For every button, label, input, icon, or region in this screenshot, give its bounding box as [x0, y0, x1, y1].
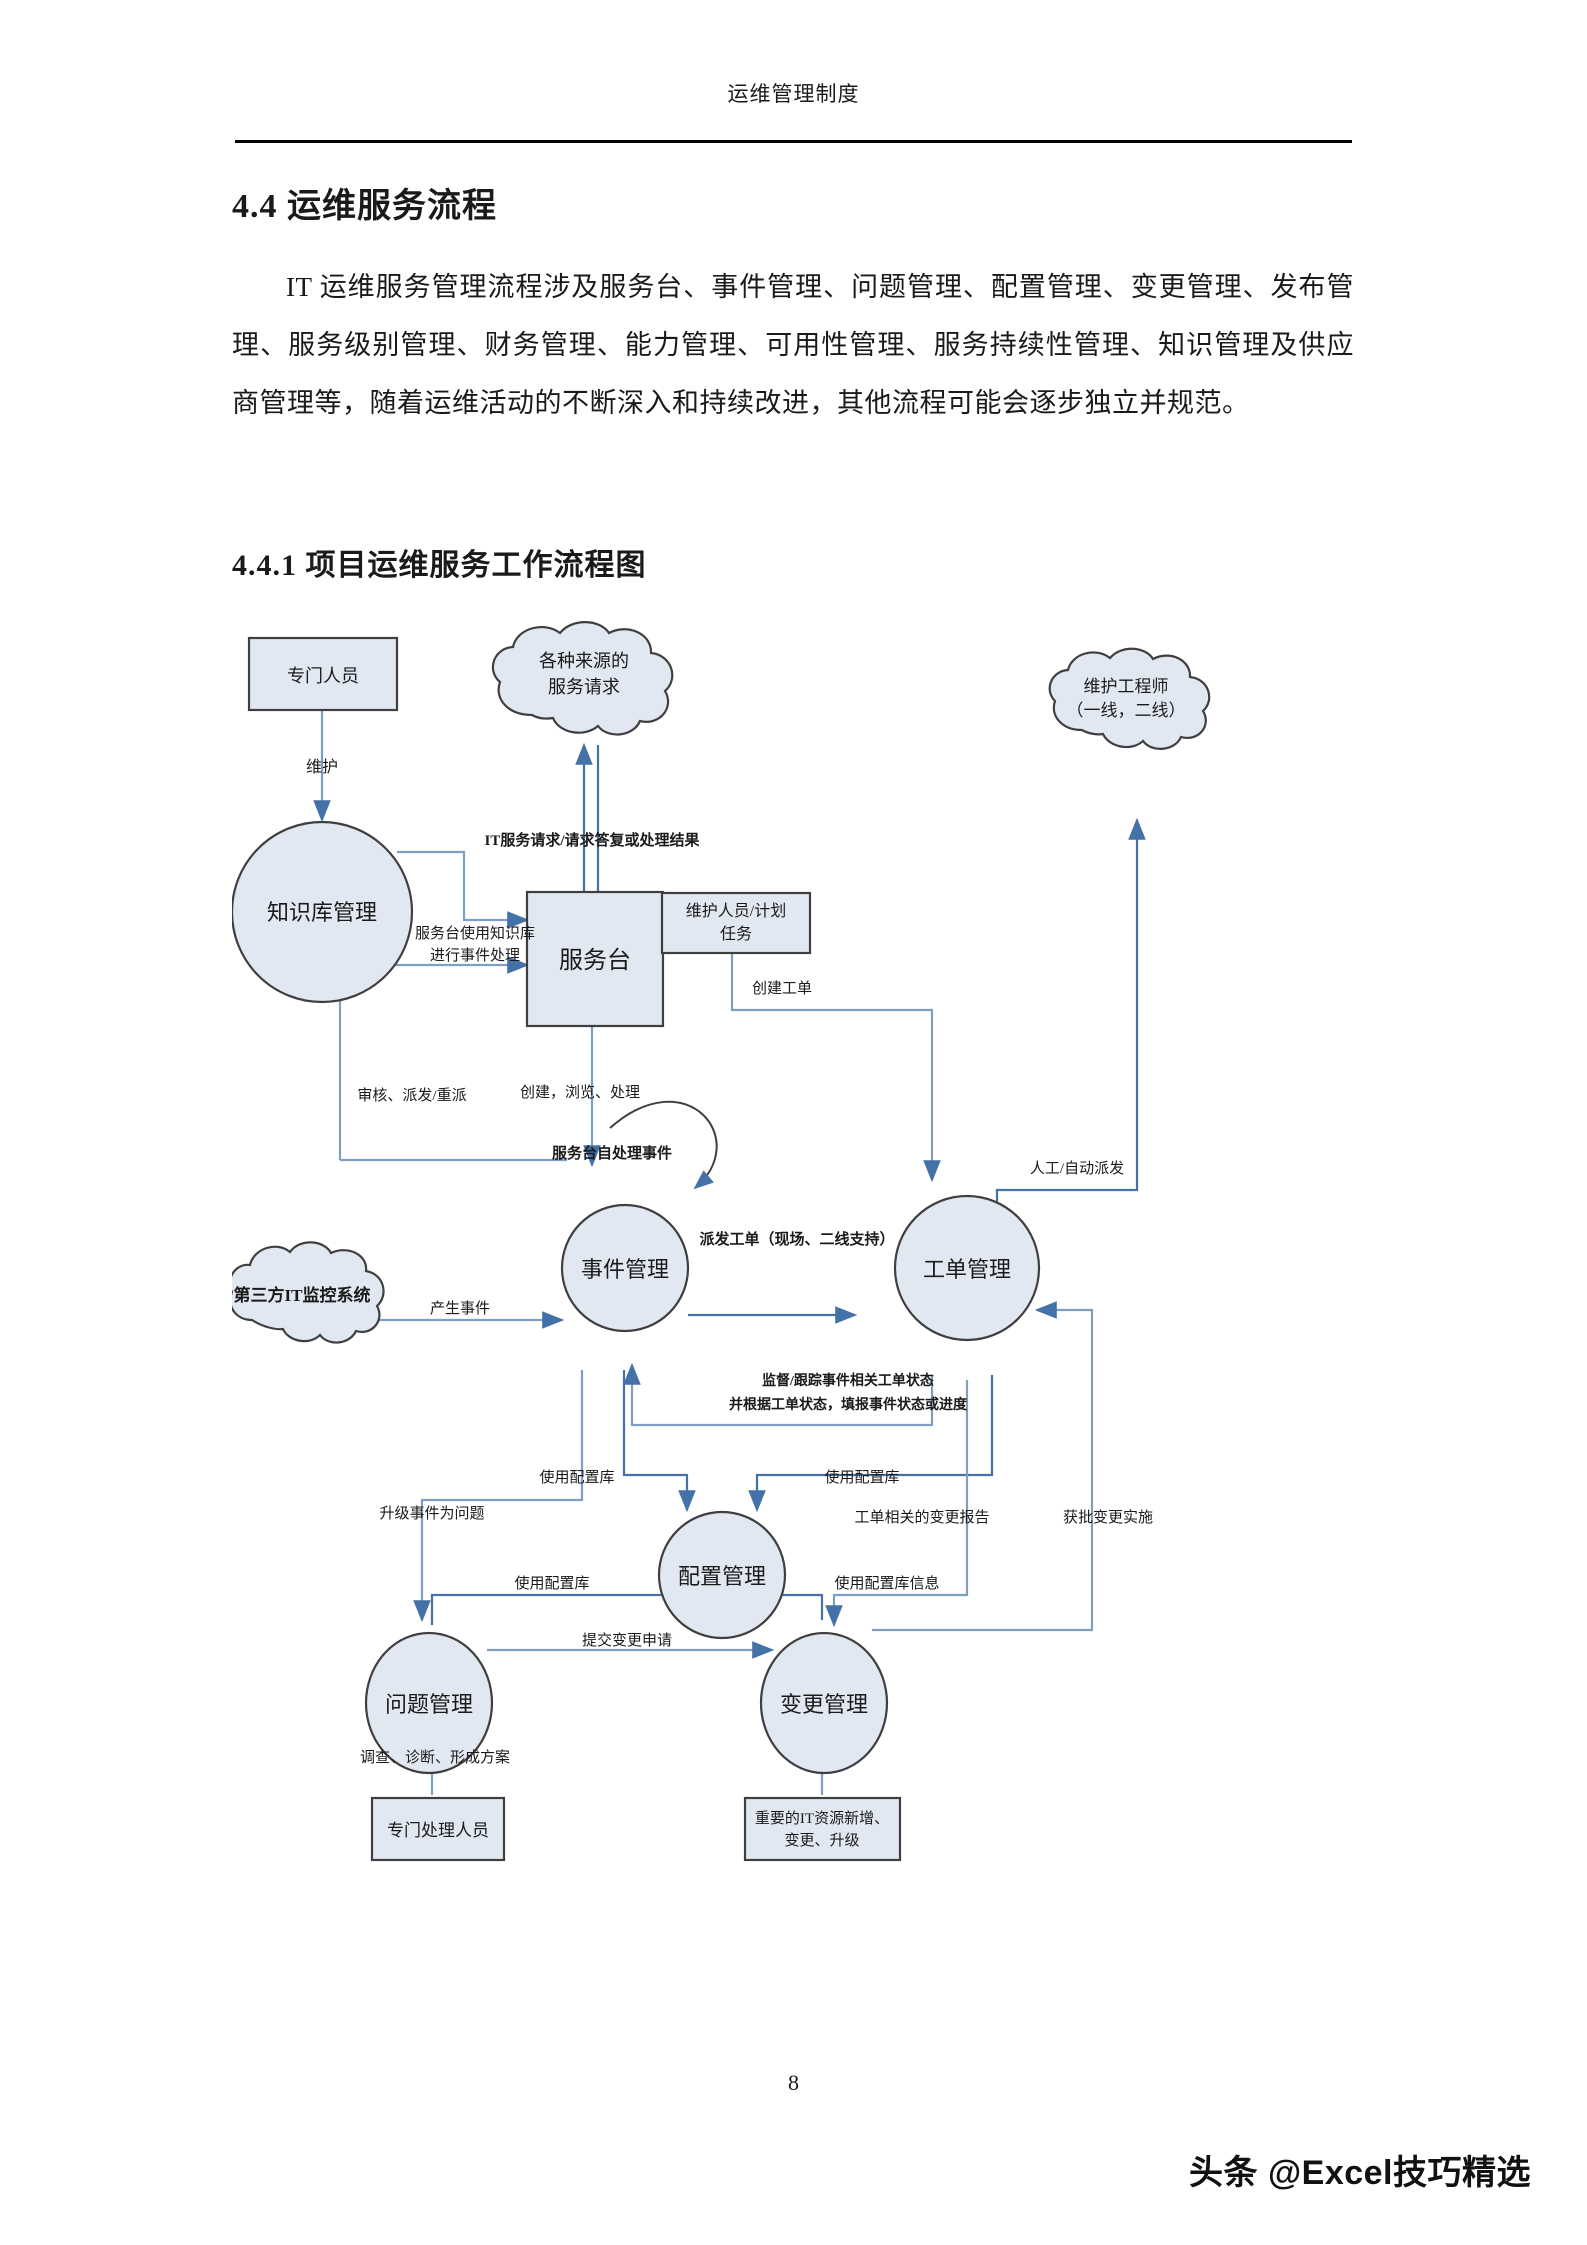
label-special-staff: 专门人员 [287, 666, 359, 686]
edgelabel-monitor-track-2: 并根据工单状态，填报事件状态或进度 [729, 1396, 968, 1413]
label-problem-mgmt: 问题管理 [385, 1692, 473, 1717]
edgelabel-use-cmdb-left: 使用配置库 [539, 1469, 614, 1486]
paragraph-text: IT 运维服务管理流程涉及服务台、事件管理、问题管理、配置管理、变更管理、发布管… [232, 272, 1354, 418]
label-maintenance-engineer-line1: 维护工程师 [1084, 677, 1169, 696]
page-number: 8 [788, 2070, 799, 2095]
edgelabel-it-service-request: IT服务请求/请求答复或处理结果 [484, 831, 700, 849]
body-paragraph: IT 运维服务管理流程涉及服务台、事件管理、问题管理、配置管理、变更管理、发布管… [232, 258, 1354, 432]
edgelabel-workorder-change-report: 工单相关的变更报告 [854, 1509, 989, 1526]
header-rule [235, 140, 1352, 143]
node-maintenance-engineer [1048, 647, 1211, 750]
node-workorder-mgmt [893, 1194, 1041, 1342]
node-change-mgmt [759, 1631, 889, 1775]
edgelabel-create-browse-handle: 创建，浏览、处理 [520, 1084, 640, 1101]
edgelabel-review-dispatch: 审核、派发/重派 [357, 1087, 466, 1104]
node-incident-mgmt [560, 1203, 690, 1333]
edgelabel-dispatch-workorder: 派发工单（现场、二线支持） [699, 1230, 894, 1248]
edgelabel-use-cmdb-right: 使用配置库 [824, 1469, 899, 1486]
edgelabel-create-workorder: 创建工单 [752, 980, 812, 997]
node-maintenance-staff-plan [660, 891, 812, 955]
label-request-sources-line2: 服务请求 [548, 677, 620, 697]
workflow-diagram: 专门人员 知识库管理 各种来源的 服务请求 服务台 维护人员/计划 任务 维护工… [232, 620, 1372, 1970]
edgelabel-desk-self-handle: 服务台自处理事件 [552, 1144, 672, 1162]
label-knowledge-base: 知识库管理 [267, 900, 377, 925]
node-problem-mgmt [364, 1631, 494, 1775]
label-maintenance-staff-line2: 任务 [720, 925, 752, 943]
edgelabel-maintain: 维护 [306, 758, 338, 776]
edgelabel-manual-auto-dispatch: 人工/自动派发 [1030, 1160, 1124, 1177]
label-request-sources-line1: 各种来源的 [539, 651, 629, 671]
edgelabel-kb-used-1: 服务台使用知识库 [415, 925, 535, 942]
edgelabel-escalate-to-problem: 升级事件为问题 [379, 1505, 484, 1522]
label-incident-mgmt: 事件管理 [581, 1257, 669, 1282]
edgelabel-use-cmdb-bottom-left: 使用配置库 [514, 1575, 589, 1592]
label-workorder-mgmt: 工单管理 [923, 1257, 1011, 1282]
label-third-party-monitor: 第三方IT监控系统 [234, 1285, 371, 1305]
label-config-mgmt: 配置管理 [678, 1564, 766, 1589]
watermark: 头条 @Excel技巧精选 [1189, 2154, 1531, 2192]
label-special-handler: 专门处理人员 [387, 1821, 489, 1840]
edgelabel-monitor-track-1: 监督/跟踪事件相关工单状态 [762, 1372, 934, 1389]
node-request-sources [491, 621, 674, 736]
node-service-desk [525, 890, 665, 1028]
label-change-mgmt: 变更管理 [780, 1692, 868, 1717]
edgelabel-approved-change: 获批变更实施 [1063, 1509, 1153, 1526]
label-maintenance-engineer-line2: （一线，二线） [1067, 701, 1186, 720]
node-third-party-monitor [232, 1241, 385, 1344]
edgelabel-investigate-diagnose: 调查、诊断、形成方案 [360, 1748, 510, 1766]
section-heading: 4.4 运维服务流程 [232, 188, 497, 225]
label-it-resource-line1: 重要的IT资源新增、 [755, 1810, 889, 1827]
node-special-handler [370, 1796, 506, 1862]
node-it-resource-change [743, 1796, 902, 1862]
subsection-heading: 4.4.1 项目运维服务工作流程图 [232, 549, 647, 582]
running-header: 运维管理制度 [727, 82, 860, 106]
node-knowledge-base [232, 820, 414, 1004]
label-service-desk: 服务台 [559, 947, 631, 974]
edgelabel-use-cmdb-bottom-right: 使用配置库信息 [834, 1575, 939, 1592]
edgelabel-kb-used-2: 进行事件处理 [430, 947, 520, 964]
label-it-resource-line2: 变更、升级 [784, 1832, 859, 1849]
node-special-staff [247, 636, 399, 712]
edgelabel-generate-incident: 产生事件 [430, 1300, 490, 1317]
edgelabel-submit-change-request: 提交变更申请 [582, 1631, 672, 1649]
node-config-mgmt [657, 1510, 787, 1640]
label-maintenance-staff-line1: 维护人员/计划 [686, 902, 786, 920]
